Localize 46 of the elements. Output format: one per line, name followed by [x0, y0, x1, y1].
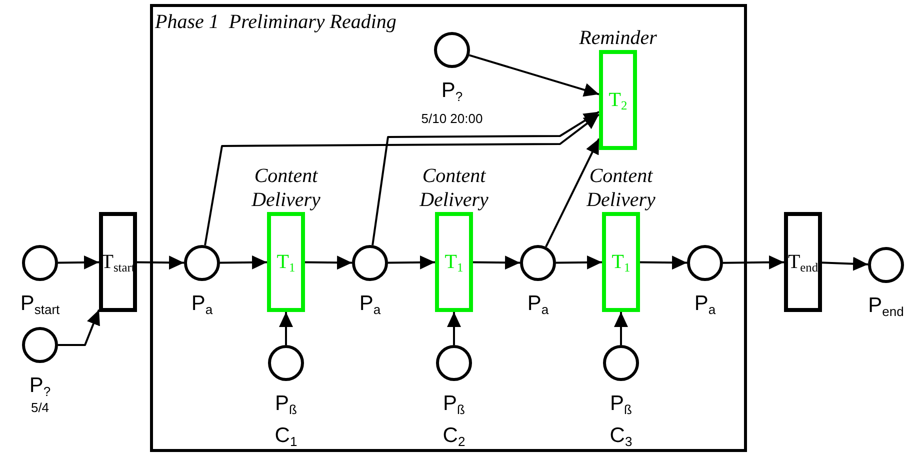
transition-heading: Content Delivery [586, 164, 656, 212]
arc-arrow [472, 256, 520, 270]
arc-arrow [545, 138, 600, 248]
transition-box [99, 212, 137, 312]
arc-arrow [372, 110, 600, 246]
transition-label: T$_{2}$ [608, 88, 628, 112]
arc-arrow [279, 312, 293, 345]
transition-heading: Content Delivery [250, 164, 322, 212]
transition-label: T$_{1}$ [276, 250, 296, 274]
place-label: P$_{start}$ [20, 292, 60, 316]
place-label: C$_{1}$ [274, 424, 298, 448]
arc-arrow [822, 256, 868, 271]
arc-arrow [204, 114, 600, 246]
place-label: C$_{2}$ [442, 424, 466, 448]
arc-arrow [722, 255, 784, 270]
transition-label: T$_{1}$ [444, 250, 464, 274]
phase-title: Phase 1 Preliminary Reading [155, 11, 396, 34]
transition-heading: Content Delivery [418, 164, 490, 212]
place-label: P$_{a}$ [191, 292, 213, 316]
place-label: P$_{ß}$ [443, 392, 465, 416]
transition-label: T$_{1}$ [612, 250, 630, 274]
arc-arrow [58, 309, 100, 346]
transition-label: T$_{end}$ [788, 250, 818, 274]
place-label: P$_{a}$ [694, 292, 716, 316]
place-label: C$_{3}$ [610, 424, 632, 448]
place-label: P$_{end}$ [868, 294, 904, 318]
arc-arrow [220, 255, 268, 270]
arc-arrow [640, 256, 688, 270]
transition-box [784, 212, 822, 312]
arc-arrow [447, 312, 461, 345]
arc-arrow [304, 256, 352, 270]
phase-frame [150, 4, 747, 452]
arc-arrow [58, 255, 100, 270]
arc-arrow [136, 256, 184, 270]
transition-heading: Reminder [578, 26, 658, 50]
arc-arrow [556, 255, 602, 270]
arc-arrow [388, 255, 436, 270]
place-label: P$_{?}$ [29, 374, 51, 398]
place-label: 5/10 20:00 [421, 111, 483, 126]
place-label: 5/4 [30, 400, 50, 415]
place-label: P$_{ß}$ [275, 392, 297, 416]
place-label: P$_{?}$ [441, 79, 463, 103]
arc-arrow [614, 312, 628, 345]
place-label: P$_{ß}$ [610, 392, 632, 416]
place-label: P$_{a}$ [359, 292, 381, 316]
place-label: P$_{a}$ [527, 292, 549, 316]
